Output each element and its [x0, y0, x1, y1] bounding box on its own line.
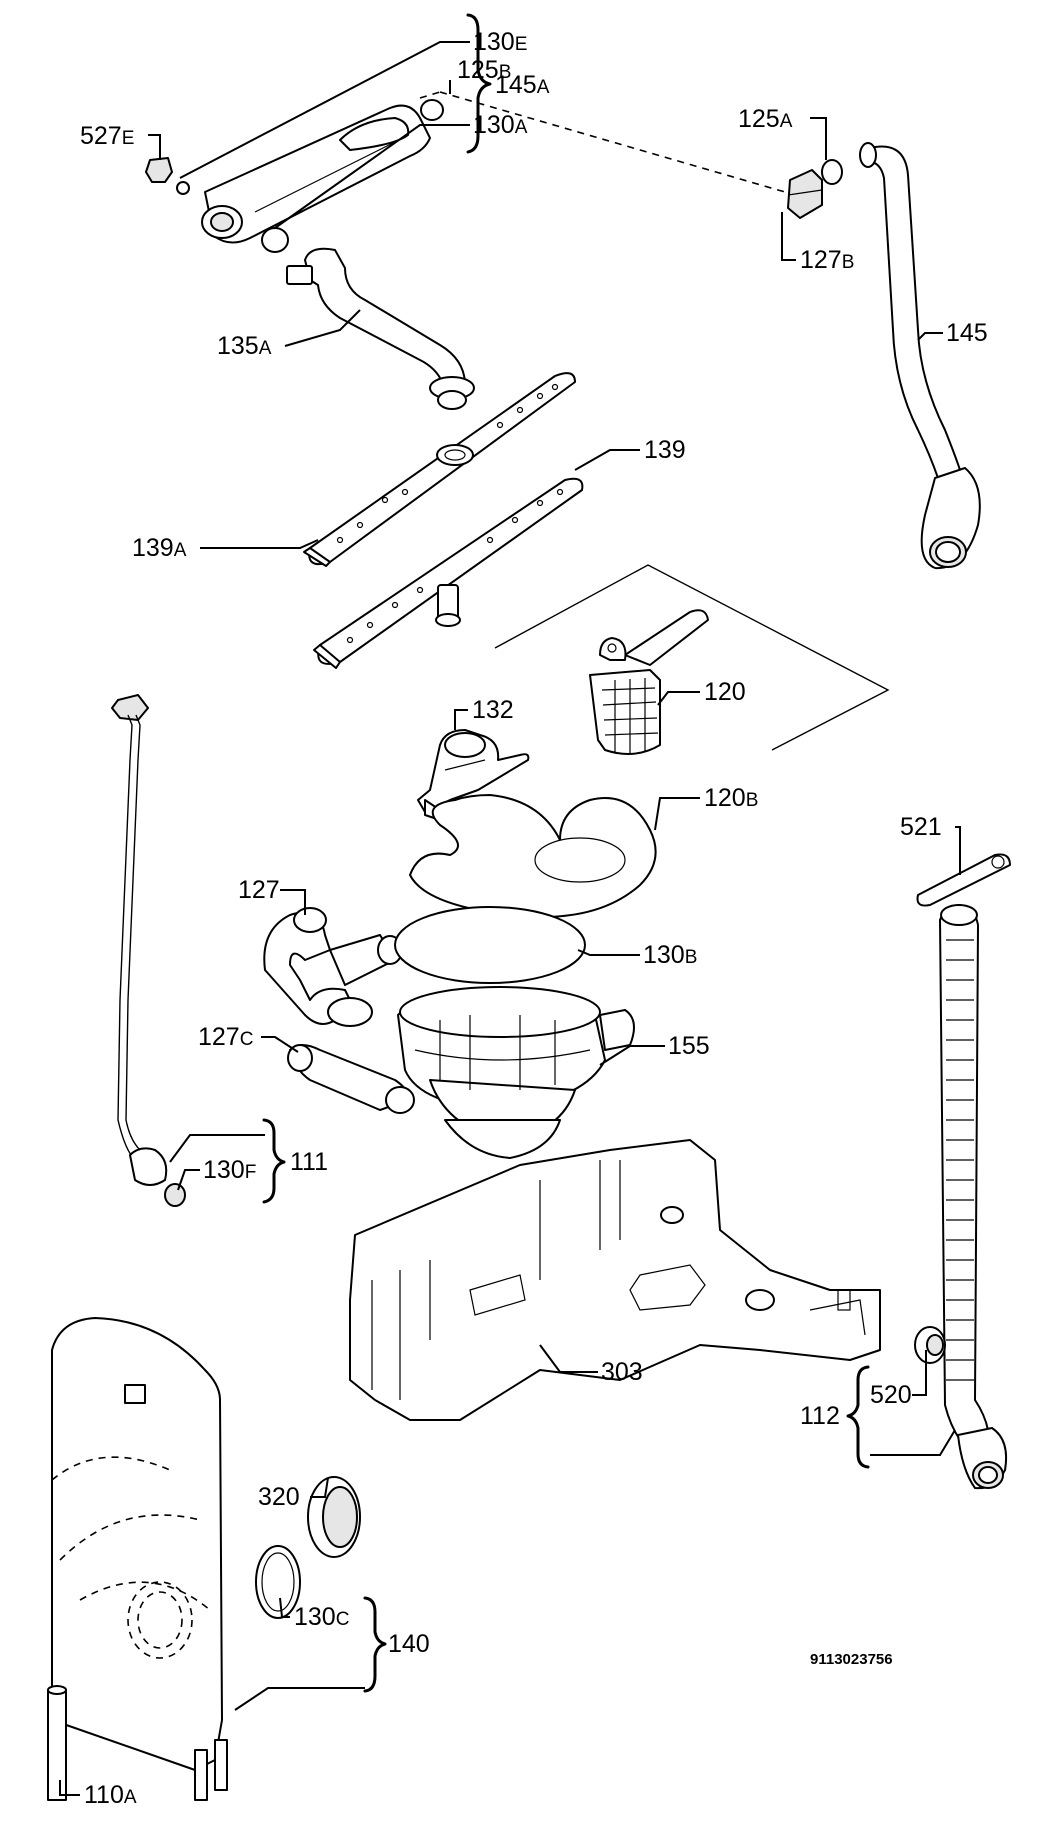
spray-arm-riser-pipe: [286, 247, 475, 410]
label-135a: 135A: [217, 332, 272, 360]
filter-panel-outline: [494, 564, 890, 751]
label-145a: 145A: [495, 71, 550, 99]
label-130e: 130E: [473, 28, 527, 56]
label-127: 127: [238, 876, 280, 904]
pressure-switch-hose: [111, 694, 186, 1207]
sump-seal-ring: [394, 906, 586, 984]
supply-hose: [787, 142, 981, 570]
label-130b: 130B: [643, 941, 697, 969]
label-110a: 110A: [84, 1781, 137, 1809]
label-139: 139: [644, 436, 686, 464]
circulation-hose: [287, 1044, 415, 1114]
label-132: 132: [472, 696, 514, 724]
label-125a: 125A: [738, 105, 793, 133]
part-labels: 130E 125B 130A 145A 527E 125A 127B 145 1…: [80, 28, 988, 1809]
label-140: 140: [388, 1630, 430, 1658]
seal-nut: [255, 1476, 361, 1619]
label-120b: 120B: [704, 784, 758, 812]
label-145: 145: [946, 319, 988, 347]
side-panel: [51, 1317, 228, 1801]
filter: [589, 609, 709, 755]
label-111: 111: [290, 1148, 328, 1176]
label-127b: 127B: [800, 246, 854, 274]
drawing-number: 9113023756: [810, 1651, 893, 1668]
connecting-hose: [263, 907, 403, 1027]
hose-clip: [916, 853, 1011, 907]
label-120: 120: [704, 678, 746, 706]
label-320: 320: [258, 1483, 300, 1511]
pipe-110a: [47, 1685, 67, 1801]
nut-527e: [145, 157, 173, 183]
nut-127b: [787, 169, 823, 219]
lower-spray-arm: [313, 477, 584, 669]
upper-spray-arm: [303, 372, 576, 567]
label-127c: 127C: [198, 1023, 253, 1051]
label-130c: 130C: [294, 1603, 349, 1631]
filter-seal: [409, 794, 657, 918]
seal-ring-125b: [420, 99, 444, 121]
label-125b: 125B: [457, 56, 511, 84]
label-303: 303: [601, 1358, 643, 1386]
sump: [397, 986, 635, 1159]
leader-lines: [59, 13, 961, 1796]
o-ring-527e-small: [176, 181, 190, 195]
label-527e: 527E: [80, 122, 134, 150]
assembly-path-line: [439, 91, 786, 193]
label-139a: 139A: [132, 534, 187, 562]
label-112: 112: [800, 1402, 840, 1430]
base: [349, 1139, 881, 1421]
label-155: 155: [668, 1032, 710, 1060]
drain-hose-nut: [914, 1326, 946, 1364]
label-130a: 130A: [473, 111, 528, 139]
seal-ring-125a: [821, 159, 843, 185]
drain-hose: [939, 904, 1008, 1490]
label-520: 520: [870, 1381, 912, 1409]
upper-spray-arm-supply-pipe: [145, 99, 444, 253]
seal-ring-130a: [261, 227, 289, 253]
label-521: 521: [900, 813, 942, 841]
label-130f: 130F: [203, 1156, 256, 1184]
